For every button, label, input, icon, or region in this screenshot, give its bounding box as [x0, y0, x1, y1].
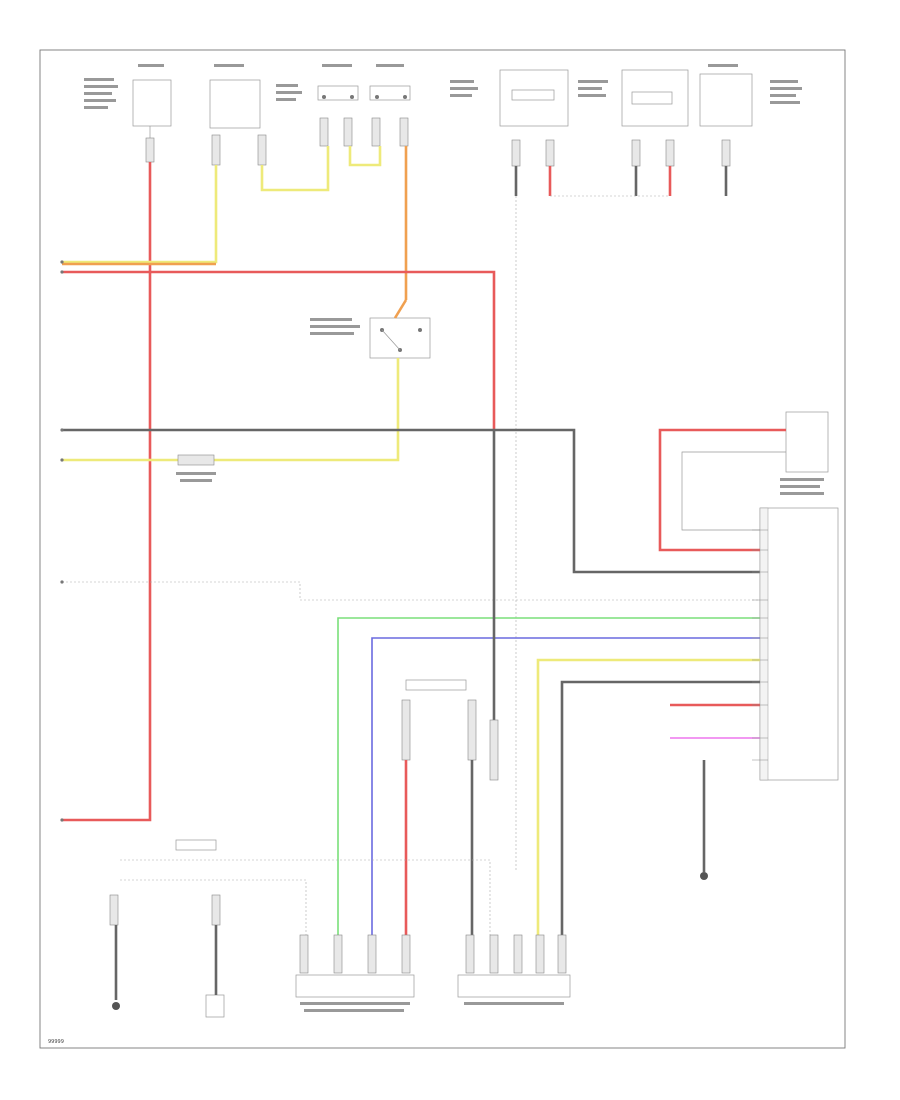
wire-orange-to-relay [393, 299, 408, 319]
wire-red-main [62, 162, 152, 822]
wire-blue [371, 637, 760, 935]
wire-dotted-bottom [120, 859, 491, 935]
diagram-border [39, 49, 846, 1049]
bottom-left-component [109, 839, 225, 1018]
wire-yellow-left [62, 165, 218, 264]
lower-mid-component [401, 679, 477, 761]
top-module-1 [499, 69, 569, 167]
wire-thin-right-loop [681, 451, 786, 531]
wire-yellow-top-2 [348, 146, 382, 167]
wire-yellow-relay-down [62, 358, 400, 462]
top-right-component [699, 73, 753, 167]
wire-gray-lower [560, 680, 760, 935]
switch-pair-left [317, 85, 359, 147]
yellow-inline-component [176, 454, 216, 482]
ground-symbol-left [112, 1002, 120, 1010]
top-module-2 [621, 69, 689, 167]
ground-symbol-right [700, 872, 708, 880]
diagram-code: 99999 [48, 1039, 64, 1045]
left-terminals [60, 260, 64, 822]
wire-red-top [62, 270, 496, 430]
junction-connector [209, 79, 267, 166]
wire-yellow-top [260, 146, 330, 192]
wire-yellow-lower [536, 658, 760, 935]
label-blocks [84, 64, 802, 109]
wire-red-right-loop [658, 428, 786, 552]
middle-relay [310, 317, 431, 359]
wire-gray-horizontal [62, 428, 760, 574]
switch-pair-right [369, 85, 411, 147]
bottom-sensor-left [295, 934, 415, 1012]
wire-dotted-bottom-2 [120, 879, 307, 935]
ecu-pins [752, 529, 768, 761]
top-right-relay [780, 411, 829, 495]
wire-green [337, 617, 760, 935]
mid-vertical-connector [489, 719, 499, 781]
right-ecu [759, 507, 839, 781]
wire-dotted-left [62, 581, 760, 601]
top-left-component [132, 79, 172, 163]
bottom-sensor-right [457, 934, 571, 1005]
